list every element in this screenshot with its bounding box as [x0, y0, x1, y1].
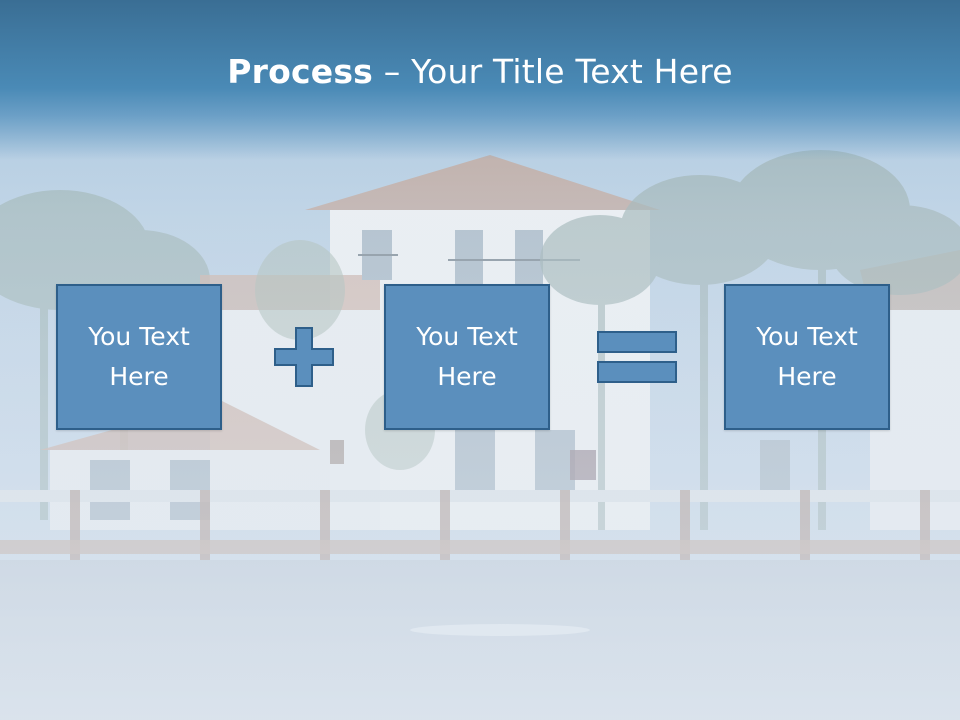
- equals-icon: [597, 331, 677, 383]
- process-box-3[interactable]: You Text Here: [724, 284, 890, 430]
- process-box-2-line2: Here: [437, 362, 497, 391]
- title-band: [0, 0, 960, 160]
- process-box-1-line2: Here: [109, 362, 169, 391]
- title-bold: Process: [227, 52, 374, 91]
- process-box-2-line1: You Text: [416, 322, 518, 351]
- slide-title: Process – Your Title Text Here: [0, 52, 960, 91]
- process-box-1-line1: You Text: [88, 322, 190, 351]
- process-box-1[interactable]: You Text Here: [56, 284, 222, 430]
- title-rest: – Your Title Text Here: [373, 52, 733, 91]
- process-box-3-line2: Here: [777, 362, 837, 391]
- process-box-2[interactable]: You Text Here: [384, 284, 550, 430]
- plus-icon: [274, 327, 334, 387]
- process-box-3-line1: You Text: [756, 322, 858, 351]
